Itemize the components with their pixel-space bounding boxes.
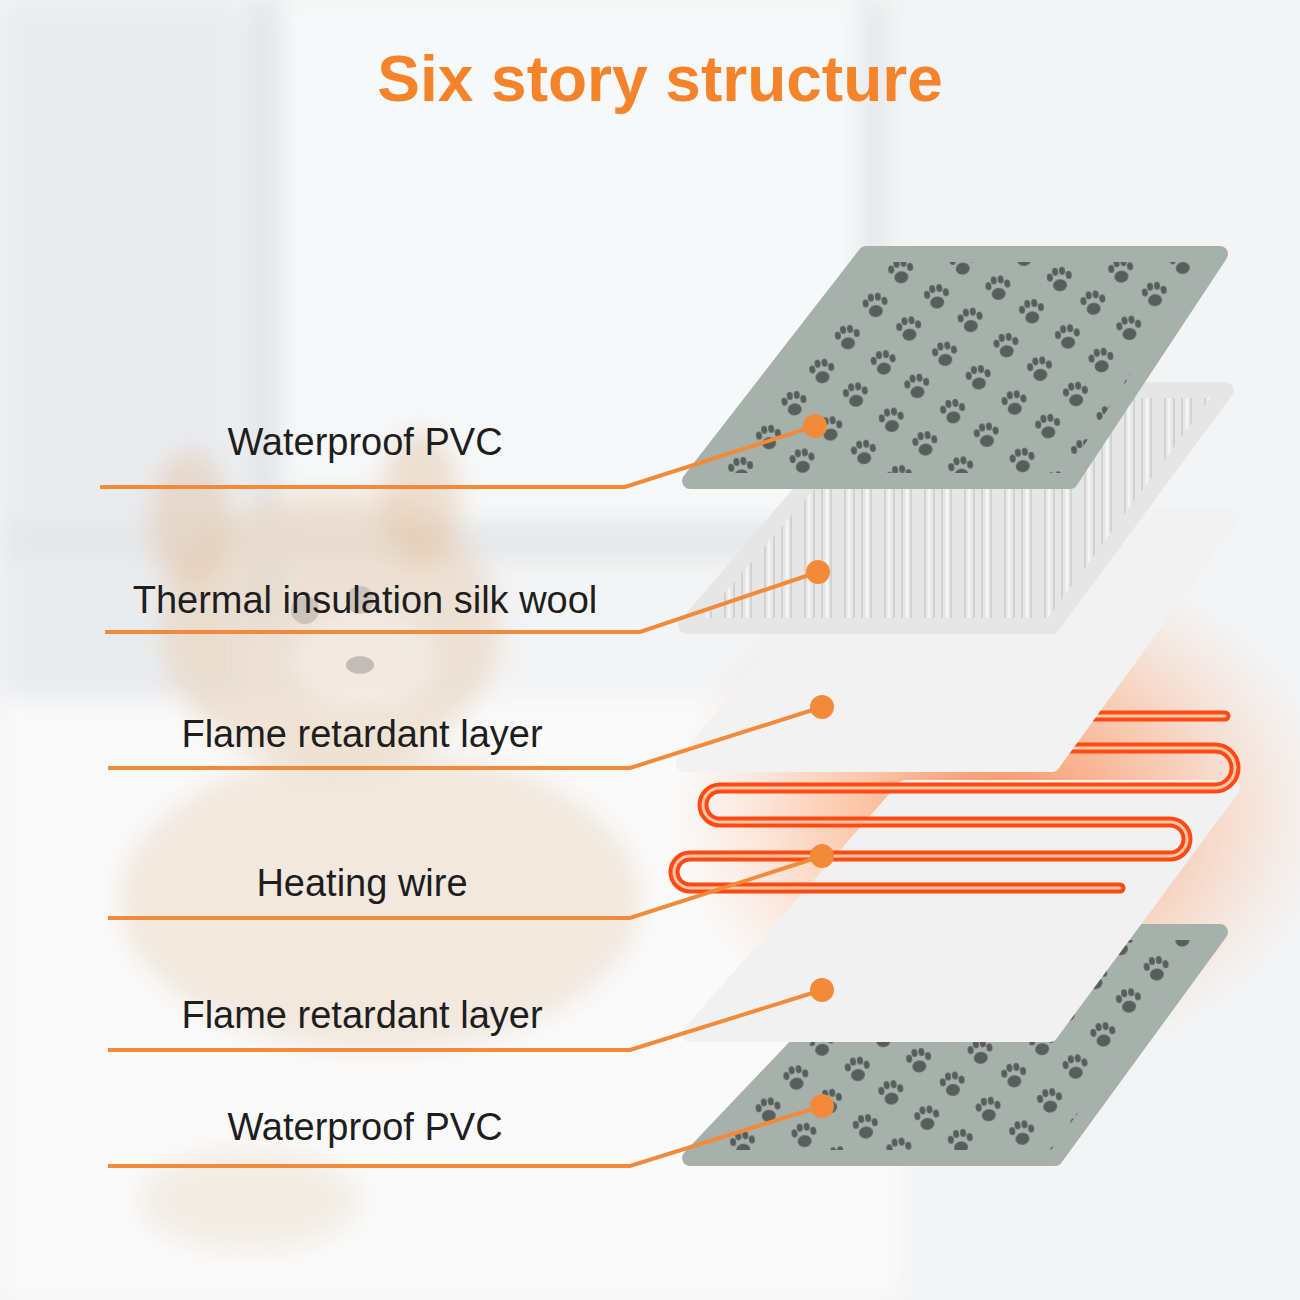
layer-label: Thermal insulation silk wool — [65, 579, 665, 623]
leader-dots — [803, 414, 834, 1118]
leader-dot — [810, 844, 834, 868]
layer-label: Heating wire — [62, 862, 662, 906]
leader-lines — [100, 426, 822, 1166]
leader-dot — [810, 978, 834, 1002]
leader-dot — [810, 695, 834, 719]
layer-label: Waterproof PVC — [65, 1106, 665, 1150]
title: Six story structure — [250, 44, 1070, 114]
layer-stack — [674, 254, 1235, 1158]
layer-label: Flame retardant layer — [62, 713, 662, 757]
leader-dot — [803, 414, 827, 438]
leader-dot — [810, 1094, 834, 1118]
layer-label: Flame retardant layer — [62, 994, 662, 1038]
layer-label: Waterproof PVC — [65, 421, 665, 465]
pvc-layer — [690, 254, 1220, 481]
leader-dot — [806, 560, 830, 584]
